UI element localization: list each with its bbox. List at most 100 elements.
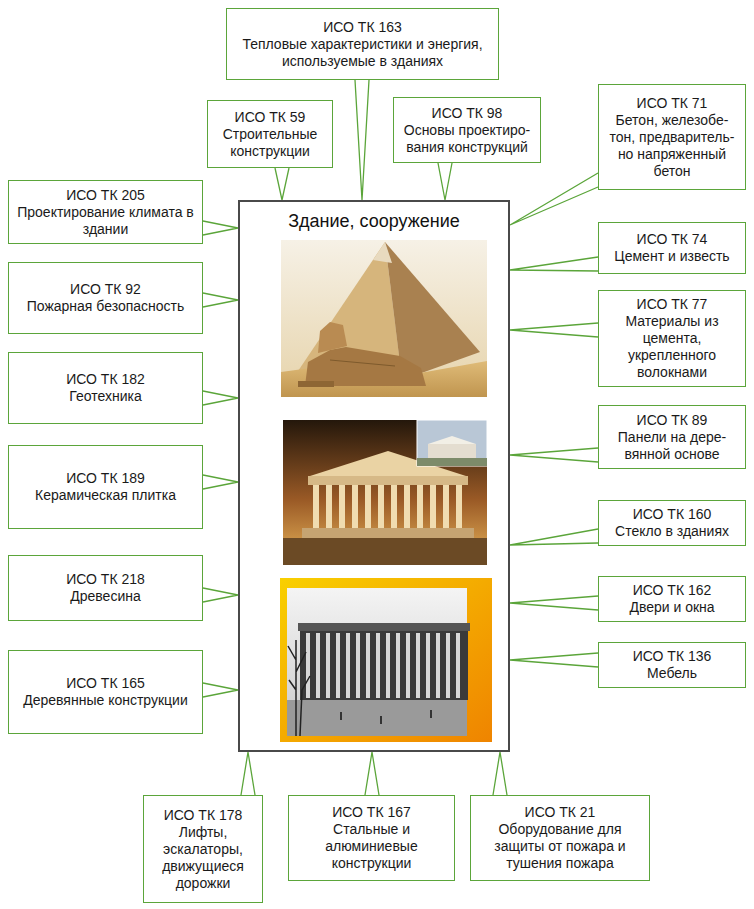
temple-photo-part — [339, 485, 345, 528]
palace-photo-part — [406, 633, 410, 698]
palace-photo-part — [386, 633, 390, 698]
committee-scope: Тепловые характеристики и энергия, испол… — [241, 36, 484, 70]
palace-photo-part — [436, 633, 440, 698]
committee-callout: ИСО ТК 182Геотехника — [8, 352, 203, 424]
palace-photo-part — [326, 633, 330, 698]
callout-tail-shape — [203, 391, 238, 405]
committee-callout: ИСО ТК 21Оборудование для защиты от пожа… — [470, 795, 650, 881]
callout-tail-shape — [203, 221, 238, 235]
committee-callout: ИСО ТК 178Лифты, эскалаторы, движущиеся … — [143, 795, 263, 903]
callout-tail — [203, 221, 238, 235]
callout-tail — [510, 596, 598, 610]
callout-tail — [203, 683, 238, 697]
committee-callout: ИСО ТК 77Материалы из цемента, укрепленн… — [598, 290, 746, 387]
palace-photo-part — [396, 633, 400, 698]
committee-code: ИСО ТК 189 — [66, 470, 145, 487]
callout-tail-shape — [355, 80, 369, 200]
temple-photo-part — [417, 458, 487, 466]
callout-tail — [510, 529, 598, 545]
callout-tail-shape — [510, 257, 598, 271]
temple-photo-part — [430, 485, 436, 528]
committee-code: ИСО ТК 160 — [633, 506, 712, 523]
pyramid-photo-part — [373, 242, 392, 263]
palace-photo-part — [280, 578, 492, 742]
committee-callout: ИСО ТК 98Основы проектиро- вания констру… — [393, 97, 541, 163]
committee-code: ИСО ТК 77 — [637, 296, 708, 313]
temple-photo-part — [443, 485, 449, 528]
palace-photo-part — [287, 700, 467, 736]
committee-callout: ИСО ТК 89Панели на дере- вянной основе — [598, 405, 746, 469]
committee-code: ИСО ТК 59 — [235, 109, 306, 126]
committee-code: ИСО ТК 162 — [633, 582, 712, 599]
callout-tail-shape — [510, 173, 598, 225]
temple-photo-part — [283, 538, 487, 565]
committee-scope: Оборудование для защиты от пожара и туше… — [479, 821, 641, 872]
palace-photo-part — [316, 633, 320, 698]
callout-tail — [510, 323, 598, 337]
temple-photo-part — [283, 420, 487, 565]
callout-tail — [438, 163, 452, 200]
palace-photo-part — [376, 633, 380, 698]
callout-tail — [203, 293, 238, 307]
callout-tail-shape — [203, 293, 238, 307]
callout-tail-shape — [203, 683, 238, 697]
committee-scope: Деревянные конструкции — [23, 692, 188, 709]
temple-photo-part — [302, 528, 474, 538]
callout-tail — [510, 257, 598, 271]
palace-photo-part — [430, 710, 432, 718]
palace-photo-part — [306, 633, 310, 698]
palace-photo-part — [346, 633, 350, 698]
temple-photo-part — [391, 485, 397, 528]
callout-tail-shape — [365, 752, 379, 795]
committee-callout: ИСО ТК 162Двери и окна — [598, 576, 746, 622]
committee-scope: Мебель — [647, 665, 697, 682]
committee-code: ИСО ТК 136 — [633, 648, 712, 665]
committee-code: ИСО ТК 98 — [432, 105, 503, 122]
callout-tail — [203, 475, 238, 489]
palace-photo-part — [288, 640, 310, 736]
temple-photo-part — [417, 485, 423, 528]
temple-photo-part — [313, 485, 319, 528]
palace-photo-part — [456, 633, 460, 698]
pyramid-photo-part — [330, 360, 395, 366]
palace-photo-part — [416, 633, 420, 698]
pyramid-photo-part — [298, 381, 334, 387]
building-box: Здание, сооружение — [238, 200, 510, 752]
committee-code: ИСО ТК 178 — [164, 807, 243, 824]
temple-photo-part — [428, 444, 476, 458]
callout-tail-shape — [510, 596, 598, 610]
pyramid-photo — [281, 240, 487, 397]
committee-callout: ИСО ТК 167Стальные и алюминиевые констру… — [288, 795, 455, 881]
temple-photo-part — [428, 436, 476, 444]
callout-tail — [510, 653, 598, 667]
temple-photo-part — [352, 485, 358, 528]
committee-scope: Древесина — [70, 588, 140, 605]
callout-tail — [493, 752, 507, 795]
temple-photo-part — [404, 485, 410, 528]
committee-scope: Двери и окна — [629, 599, 714, 616]
callout-tail-shape — [203, 588, 238, 602]
committee-callout: ИСО ТК 92Пожарная безопасность — [8, 262, 203, 334]
callout-tail-shape — [203, 475, 238, 489]
palace-photo-part — [336, 633, 340, 698]
temple-photo-part — [456, 485, 462, 528]
committee-code: ИСО ТК 167 — [332, 804, 411, 821]
committee-code: ИСО ТК 74 — [637, 231, 708, 248]
temple-photo-part — [326, 485, 332, 528]
callout-tail-shape — [510, 448, 598, 462]
pyramid-photo-part — [318, 322, 347, 353]
temple-photo — [283, 420, 487, 565]
committee-callout: ИСО ТК 59Строительные конструкции — [207, 100, 333, 168]
committee-code: ИСО ТК 89 — [637, 412, 708, 429]
palace-photo-part — [426, 633, 430, 698]
committee-scope: Проектирование климата в здании — [17, 204, 194, 238]
callout-tail-shape — [275, 168, 289, 200]
committee-callout: ИСО ТК 165Деревянные конструкции — [8, 650, 203, 734]
palace-photo-part — [356, 633, 360, 698]
building-title: Здание, сооружение — [240, 210, 508, 232]
callout-tail — [275, 168, 289, 200]
palace-photo-part — [298, 623, 470, 631]
committee-code: ИСО ТК 163 — [323, 19, 402, 36]
committee-callout: ИСО ТК 189Керамическая плитка — [8, 445, 203, 529]
